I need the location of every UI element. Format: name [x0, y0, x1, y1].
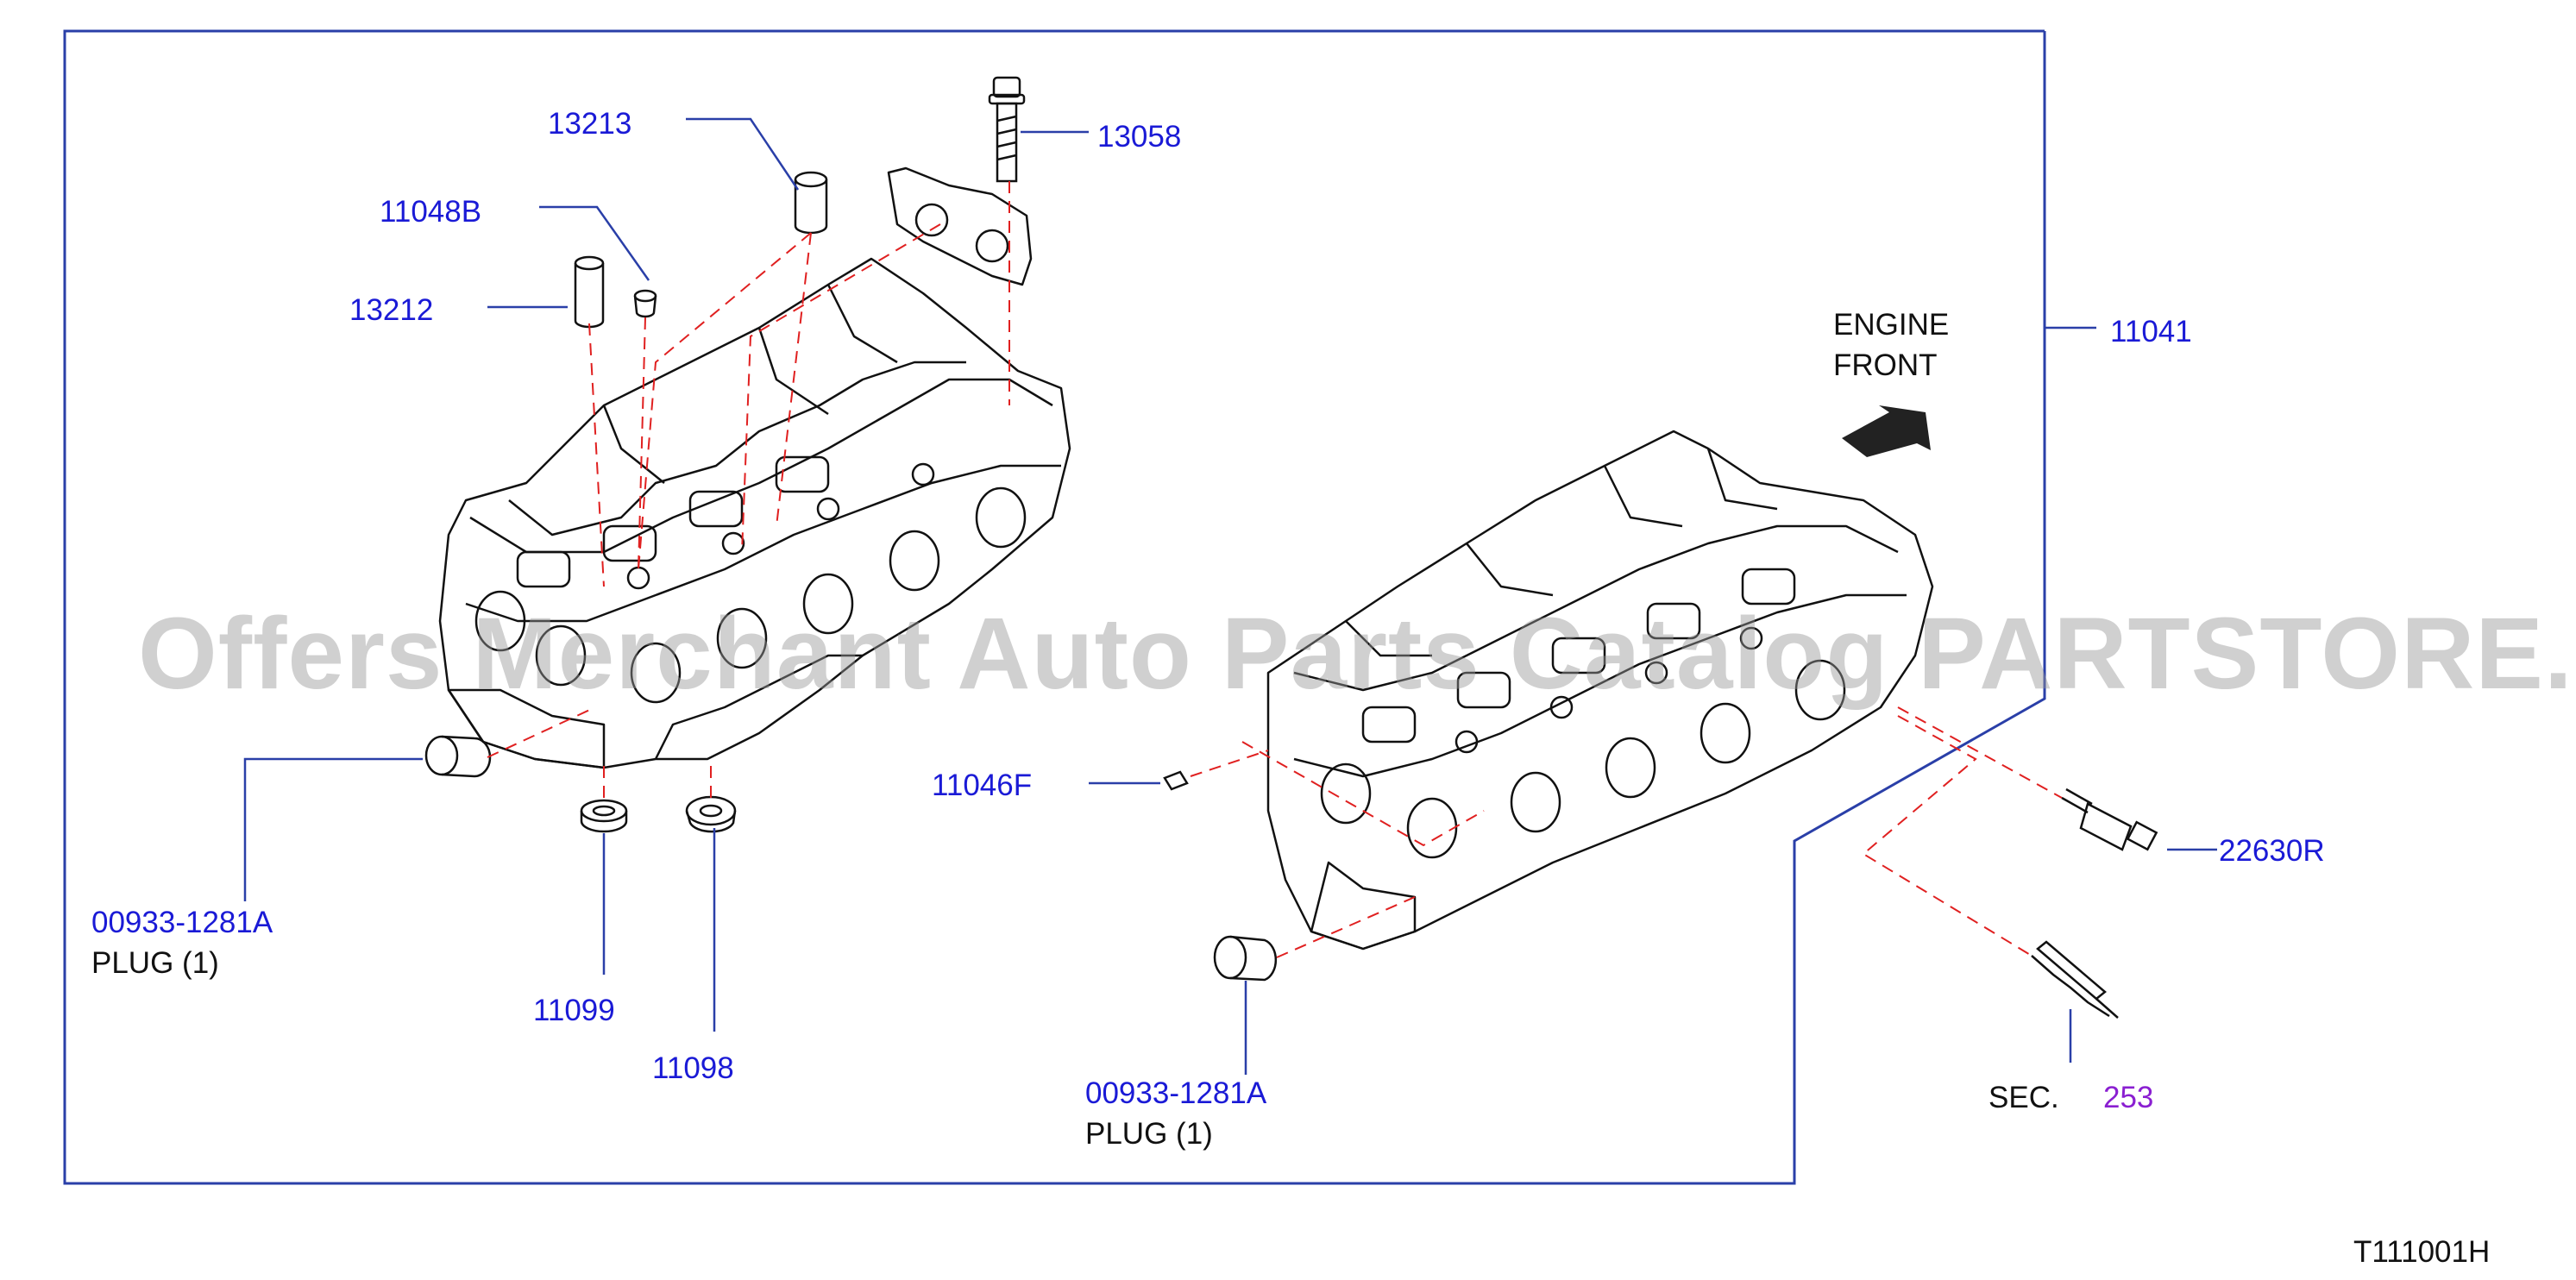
right-cylinder-head[interactable]	[1266, 430, 1934, 951]
leader-lines	[243, 117, 2217, 1075]
sensor-22630r[interactable]	[2061, 787, 2158, 851]
engine-front-line2: FRONT	[1833, 348, 1938, 382]
dowel-13212[interactable]	[574, 255, 605, 329]
dowel-13213[interactable]	[794, 171, 828, 235]
plug-00933-right[interactable]	[1213, 935, 1278, 982]
alignment-dashes	[487, 181, 2063, 958]
part-11098-label[interactable]: 11098	[652, 1051, 734, 1085]
part-11099-label[interactable]: 11099	[533, 994, 615, 1027]
part-00933-right-label[interactable]: 00933-1281A	[1085, 1076, 1267, 1110]
part-22630r-label[interactable]: 22630R	[2219, 834, 2325, 868]
engine-front-arrow	[1842, 405, 1931, 457]
engine-front-line1: ENGINE	[1833, 308, 1950, 342]
bolt-13058[interactable]	[988, 76, 1026, 183]
part-11048b-label[interactable]: 11048B	[380, 195, 482, 229]
plug-right-qty-label: PLUG (1)	[1085, 1117, 1213, 1151]
part-11046f-label[interactable]: 11046F	[932, 769, 1033, 802]
part-13213-label[interactable]: 13213	[548, 107, 632, 141]
part-11041-label[interactable]: 11041	[2110, 315, 2192, 348]
assembly-frame	[63, 29, 2046, 1185]
part-00933-left-label[interactable]: 00933-1281A	[91, 906, 273, 939]
sec-253-link[interactable]: 253	[2103, 1081, 2154, 1114]
dowel-11046f[interactable]	[1163, 770, 1189, 791]
seal-11098[interactable]	[685, 795, 737, 833]
plug-11048b[interactable]	[633, 289, 657, 318]
seal-11099[interactable]	[580, 799, 628, 833]
plug-left-qty-label: PLUG (1)	[91, 946, 219, 980]
glow-plug-sec-253[interactable]	[2031, 940, 2119, 1019]
part-13212-label[interactable]: 13212	[349, 293, 434, 327]
sec-label: SEC.	[1989, 1081, 2059, 1114]
figure-code: T111001H	[2353, 1235, 2491, 1269]
plug-00933-left[interactable]	[424, 735, 492, 778]
left-cylinder-head[interactable]	[438, 257, 1071, 769]
part-13058-label[interactable]: 13058	[1097, 120, 1182, 154]
bracket-13058[interactable]	[887, 166, 1033, 286]
